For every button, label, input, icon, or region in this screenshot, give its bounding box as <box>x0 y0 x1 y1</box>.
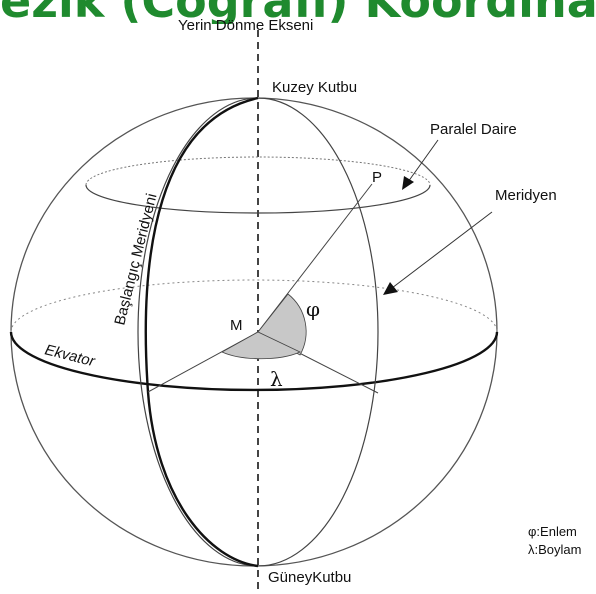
lambda-symbol: λ <box>270 367 283 391</box>
parallel-circle-label: Paralel Daire <box>430 121 517 138</box>
equator-back <box>11 280 497 332</box>
legend-lambda: λ:Boylam <box>528 542 581 557</box>
north-pole-label: Kuzey Kutbu <box>272 79 357 96</box>
center-m-label: M <box>230 317 243 334</box>
equator-label: Ekvator <box>43 341 97 370</box>
sphere-outline <box>11 98 497 566</box>
prime-meridian-label: Başlangıç Meridyeni <box>111 192 160 327</box>
phi-symbol: φ <box>306 297 320 321</box>
legend-phi: φ:Enlem <box>528 524 577 539</box>
south-pole-label: GüneyKutbu <box>268 569 351 586</box>
arrow-meridian <box>392 212 492 288</box>
arrow-parallel <box>408 140 438 182</box>
meridian-label: Meridyen <box>495 187 557 204</box>
point-p-label: P <box>372 169 382 186</box>
arrowhead-parallel <box>402 176 414 190</box>
axis-label: Yerin Dönme Ekseni <box>178 17 313 34</box>
arrowhead-meridian <box>383 282 398 295</box>
